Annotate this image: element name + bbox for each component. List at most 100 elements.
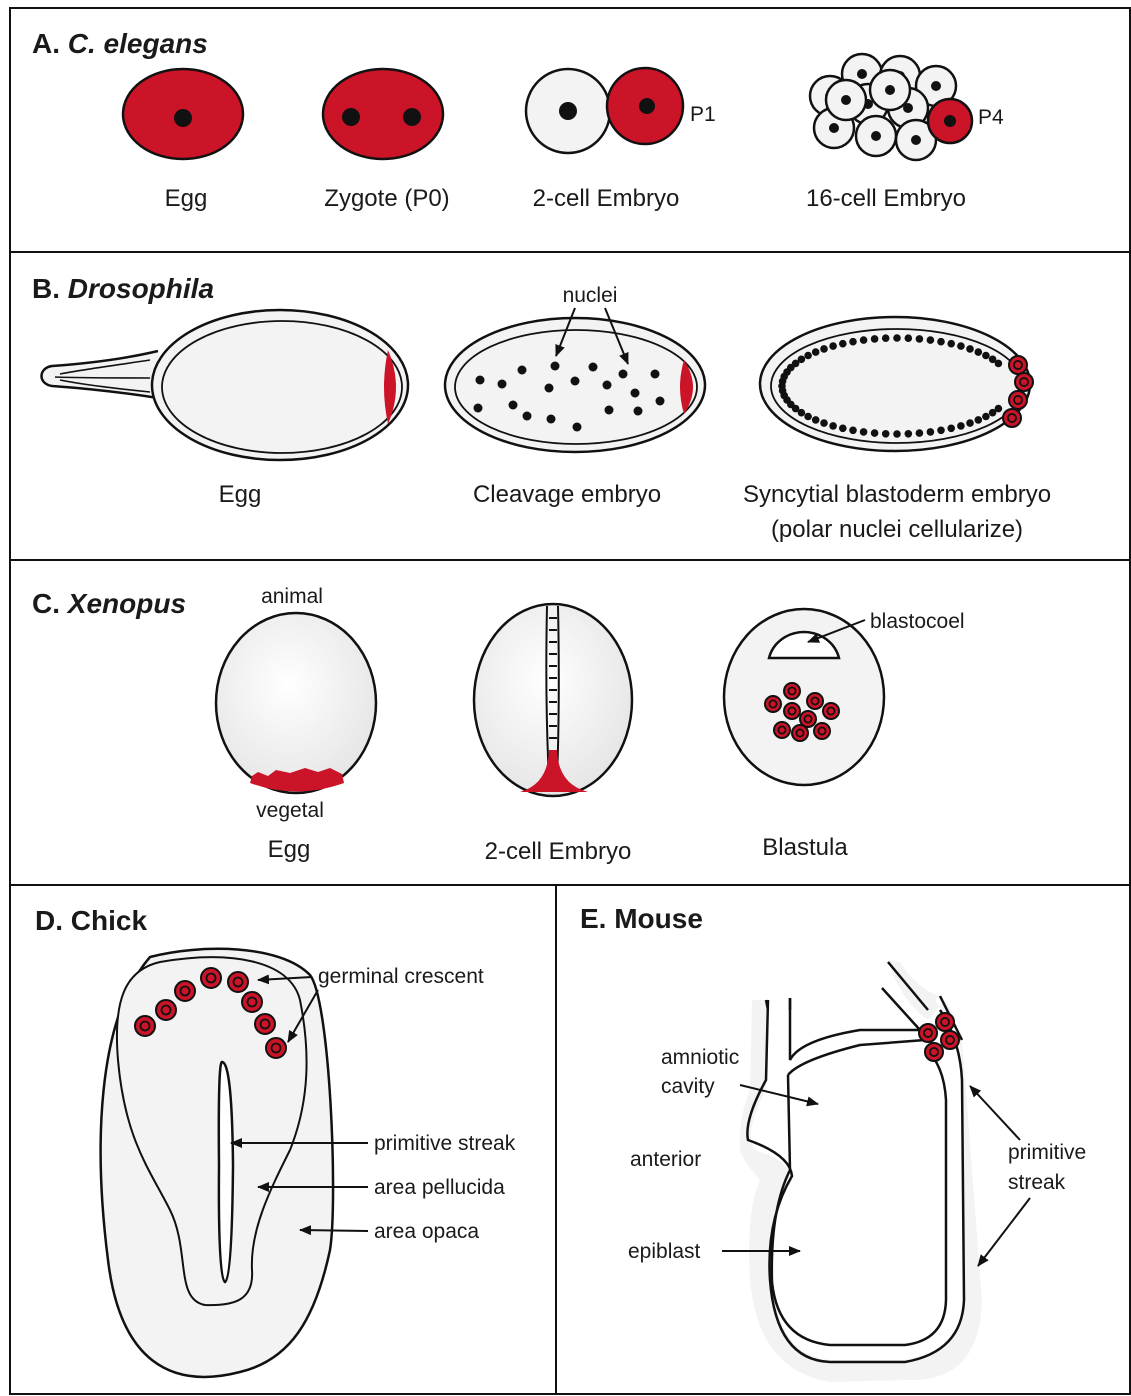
amniotic-label: amniotic [661, 1046, 739, 1069]
nucleus-dot [882, 430, 890, 438]
nucleus-dot [551, 362, 560, 371]
blastomere-nucleus [931, 81, 941, 91]
germ-cell [919, 1024, 937, 1042]
nucleus-dot [829, 342, 837, 350]
nucleus-dot [893, 430, 901, 438]
panel-e: E. Mouse amniotic cavity anterior epibla… [580, 903, 1086, 1382]
germ-cell [1009, 391, 1027, 409]
nucleus-dot [571, 377, 580, 386]
panel-a: A. C. elegans P1 P4 Egg Zygote (P0) 2-ce… [32, 28, 1004, 212]
vegetal-label: vegetal [256, 799, 324, 822]
label-b-cleavage: Cleavage embryo [473, 481, 661, 508]
p4-cell [928, 99, 972, 143]
nucleus-dot [982, 352, 990, 360]
c-elegans-egg [123, 69, 243, 159]
blastocoel-label: blastocoel [870, 610, 965, 633]
area-opaca-label: area opaca [374, 1220, 479, 1243]
drosophila-cleavage-embryo [445, 318, 705, 452]
nucleus-dot [798, 356, 806, 364]
germ-cell [175, 981, 195, 1001]
germ-cell [255, 1014, 275, 1034]
germ-cell [1015, 373, 1033, 391]
nucleus-dot [905, 334, 913, 342]
nucleus-dot [916, 335, 924, 343]
p4-label: P4 [978, 106, 1004, 129]
c-elegans-zygote [323, 69, 443, 159]
mouse-egg-cylinder [740, 960, 982, 1382]
drosophila-egg [42, 310, 409, 460]
nucleus-dot [839, 425, 847, 433]
panel-d-heading: D. Chick [35, 905, 147, 936]
nucleus-dot [860, 428, 868, 436]
label-b-polar: (polar nuclei cellularize) [771, 516, 1023, 543]
panel-e-heading: E. Mouse [580, 903, 703, 934]
nucleus-dot [812, 348, 820, 356]
label-a-2-cell: 2-cell Embryo [533, 185, 680, 212]
nucleus-dot [975, 416, 983, 424]
germ-cell [784, 703, 800, 719]
germ-cell [1009, 356, 1027, 374]
germ-cell [156, 1000, 176, 1020]
nucleus-dot [916, 429, 924, 437]
nucleus-dot [893, 334, 901, 342]
anterior-label: anterior [630, 1148, 701, 1171]
germ-cell [823, 703, 839, 719]
nucleus-dot [634, 407, 643, 416]
label-a-egg: Egg [165, 185, 208, 212]
nucleus-dot [605, 406, 614, 415]
nuclei-label: nuclei [563, 284, 618, 307]
germ-cell [807, 693, 823, 709]
nucleus-dot [860, 336, 868, 344]
label-a-16-cell: 16-cell Embryo [806, 185, 966, 212]
germ-cell [135, 1016, 155, 1036]
nucleus-dot [474, 404, 483, 413]
panel-c: C. Xenopus animal vegetal blastocoel Egg… [32, 585, 965, 865]
label-b-egg: Egg [219, 481, 262, 508]
nucleus-dot [937, 427, 945, 435]
blastomere-nucleus [829, 123, 839, 133]
blastomere-nucleus [871, 131, 881, 141]
nucleus-dot [975, 348, 983, 356]
nucleus-dot [656, 397, 665, 406]
primitive-label: primitive [1008, 1141, 1086, 1164]
nucleus-dot [947, 425, 955, 433]
nucleus-dot [573, 423, 582, 432]
nucleus-dot [547, 415, 556, 424]
nucleus-dot [937, 338, 945, 346]
nucleus-dot [498, 380, 507, 389]
nucleus-dot [989, 409, 997, 417]
panel-c-heading: C. Xenopus [32, 588, 186, 619]
germ-cell [792, 725, 808, 741]
panel-d: D. Chick germinal crescent primitive str… [35, 905, 516, 1377]
nucleus-dot [966, 345, 974, 353]
germ-cell [941, 1031, 959, 1049]
nucleus-dot [820, 419, 828, 427]
xenopus-blastula [724, 609, 884, 785]
nucleus-dot [849, 338, 857, 346]
c-elegans-2-cell [526, 68, 683, 153]
panel-a-heading: A. C. elegans [32, 28, 208, 59]
nucleus-dot [476, 376, 485, 385]
epiblast-label: epiblast [628, 1240, 701, 1263]
nucleus-dot [804, 413, 812, 421]
germ-cell [784, 683, 800, 699]
label-c-blastula: Blastula [762, 834, 848, 861]
nucleus-dot [882, 334, 890, 342]
nucleus-dot [849, 427, 857, 435]
germ-cell [228, 972, 248, 992]
germ-cell [1003, 409, 1021, 427]
germ-cell [765, 696, 781, 712]
label-a-zygote: Zygote (P0) [324, 185, 449, 212]
cavity-label: cavity [661, 1075, 715, 1098]
nucleus-dot [905, 430, 913, 438]
nucleus-dot [589, 363, 598, 372]
mouse-germ-cells [919, 1013, 959, 1061]
panel-b-heading: B. Drosophila [32, 273, 214, 304]
nucleus-dot [812, 416, 820, 424]
nucleus-dot [619, 370, 628, 379]
nucleus-dot [927, 428, 935, 436]
nucleus-dot [927, 336, 935, 344]
nucleus-dot [523, 412, 532, 421]
